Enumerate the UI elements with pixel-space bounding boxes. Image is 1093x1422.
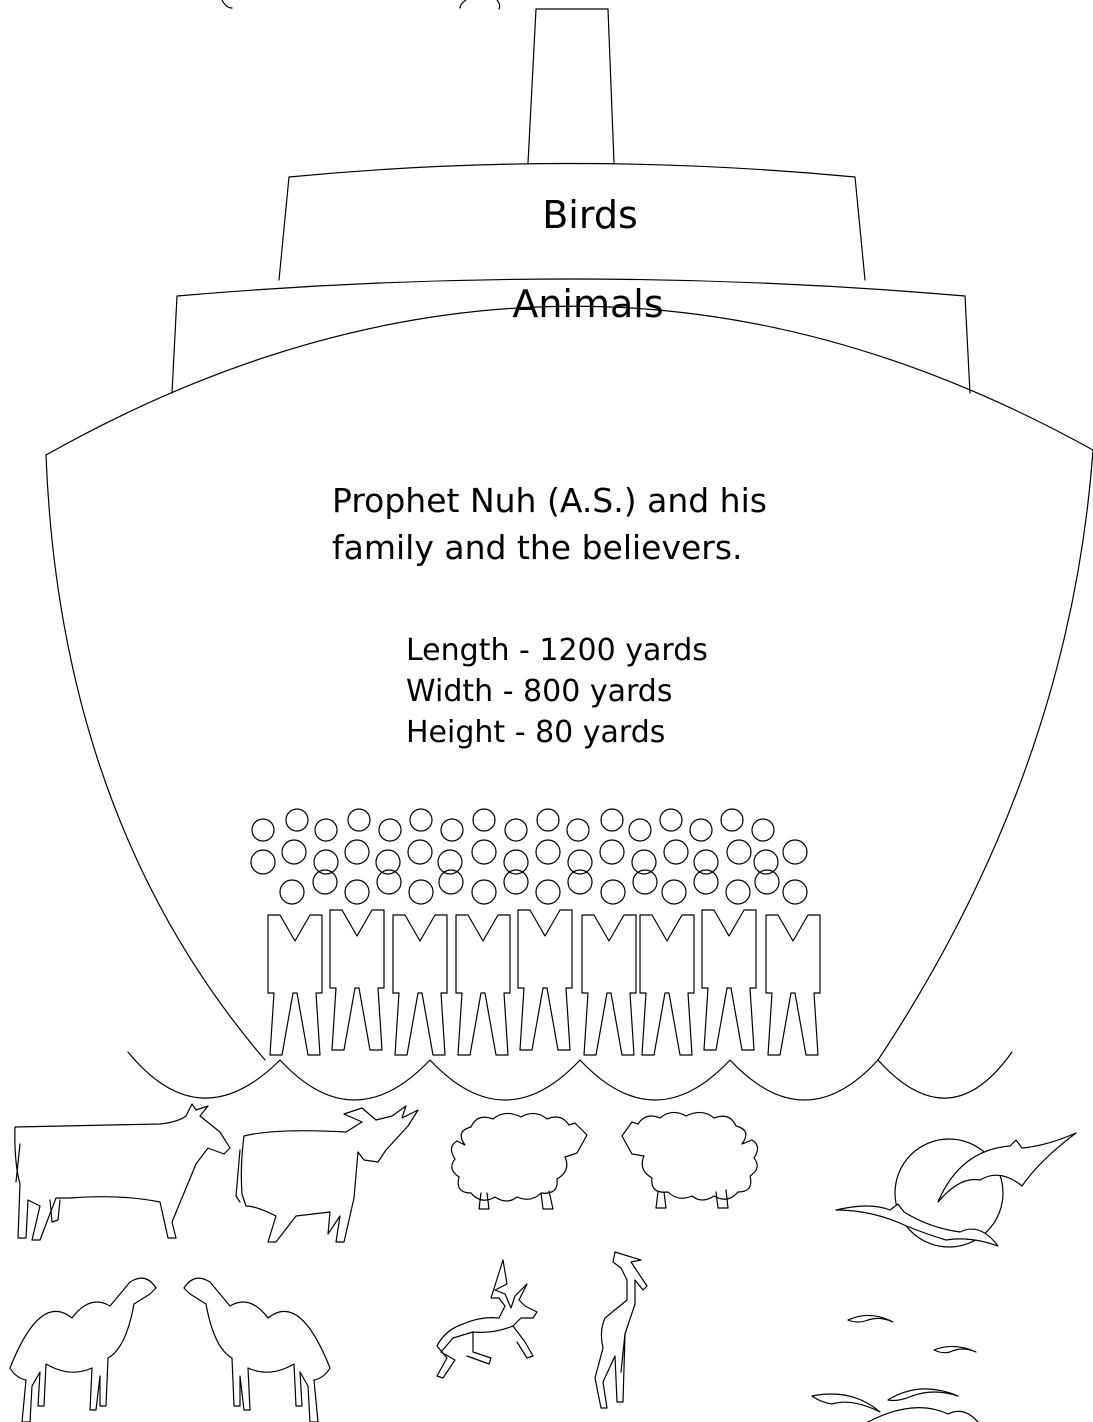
ark-chimney (528, 9, 614, 163)
deck-label-birds: Birds (542, 193, 638, 237)
person-head (629, 819, 651, 841)
person-head (536, 880, 560, 904)
person-head (727, 840, 751, 864)
gazelle-icon (595, 1252, 647, 1408)
deer-icon (437, 1260, 537, 1378)
person-figure (518, 910, 572, 1050)
person-head (410, 809, 432, 831)
person-head (252, 819, 274, 841)
water-waves (128, 1052, 1012, 1100)
person-figure (766, 915, 820, 1055)
person-head (690, 819, 712, 841)
person-head (408, 840, 432, 864)
dimension-height: Height - 80 yards (406, 715, 665, 750)
bull-icon (236, 1106, 418, 1242)
person-head (472, 880, 496, 904)
person-head (505, 819, 527, 841)
sheep-icon (622, 1112, 758, 1208)
person-head (345, 880, 369, 904)
person-figure (330, 910, 384, 1050)
person-head (537, 809, 559, 831)
person-head (601, 809, 623, 831)
dimension-width: Width - 800 yards (406, 674, 672, 709)
cow-icon (15, 1104, 230, 1240)
person-figure (456, 915, 510, 1055)
person-head (409, 880, 433, 904)
sheep-icon (451, 1113, 587, 1209)
person-figure (393, 915, 447, 1055)
person-figure (582, 915, 636, 1055)
person-head (601, 880, 625, 904)
bat-icon (836, 1133, 1076, 1246)
person-head (345, 840, 369, 864)
person-head (282, 840, 306, 864)
people-heads (251, 809, 807, 904)
deck-label-animals: Animals (512, 282, 663, 326)
person-figure (702, 910, 756, 1050)
bird-icon (812, 1315, 978, 1422)
person-head (441, 819, 463, 841)
person-head (286, 809, 308, 831)
person-figure (640, 915, 694, 1055)
ark-hull (46, 306, 1093, 455)
camel-icon (10, 1278, 156, 1422)
person-head (752, 819, 774, 841)
person-head (660, 809, 682, 831)
person-head (315, 819, 337, 841)
person-head (472, 840, 496, 864)
person-head (251, 850, 275, 874)
person-head (567, 819, 589, 841)
person-head (783, 880, 807, 904)
person-head (726, 880, 750, 904)
person-head (280, 880, 304, 904)
camel-icon (184, 1278, 330, 1422)
person-head (783, 840, 807, 864)
ark-hull-right-side (878, 450, 1093, 1060)
person-head (536, 840, 560, 864)
clipped-title-fragment (222, 0, 500, 9)
hull-caption-line-2: family and the believers. (332, 528, 743, 567)
people-bodies (268, 910, 820, 1055)
person-head (664, 840, 688, 864)
dimension-length: Length - 1200 yards (406, 633, 708, 668)
person-head (473, 809, 495, 831)
hull-caption-line-1: Prophet Nuh (A.S.) and his (332, 481, 767, 520)
person-head (379, 819, 401, 841)
person-head (662, 880, 686, 904)
ark-hull-left-side (46, 455, 265, 1060)
person-figure (268, 915, 322, 1055)
person-head (600, 840, 624, 864)
person-head (348, 809, 370, 831)
person-head (721, 809, 743, 831)
